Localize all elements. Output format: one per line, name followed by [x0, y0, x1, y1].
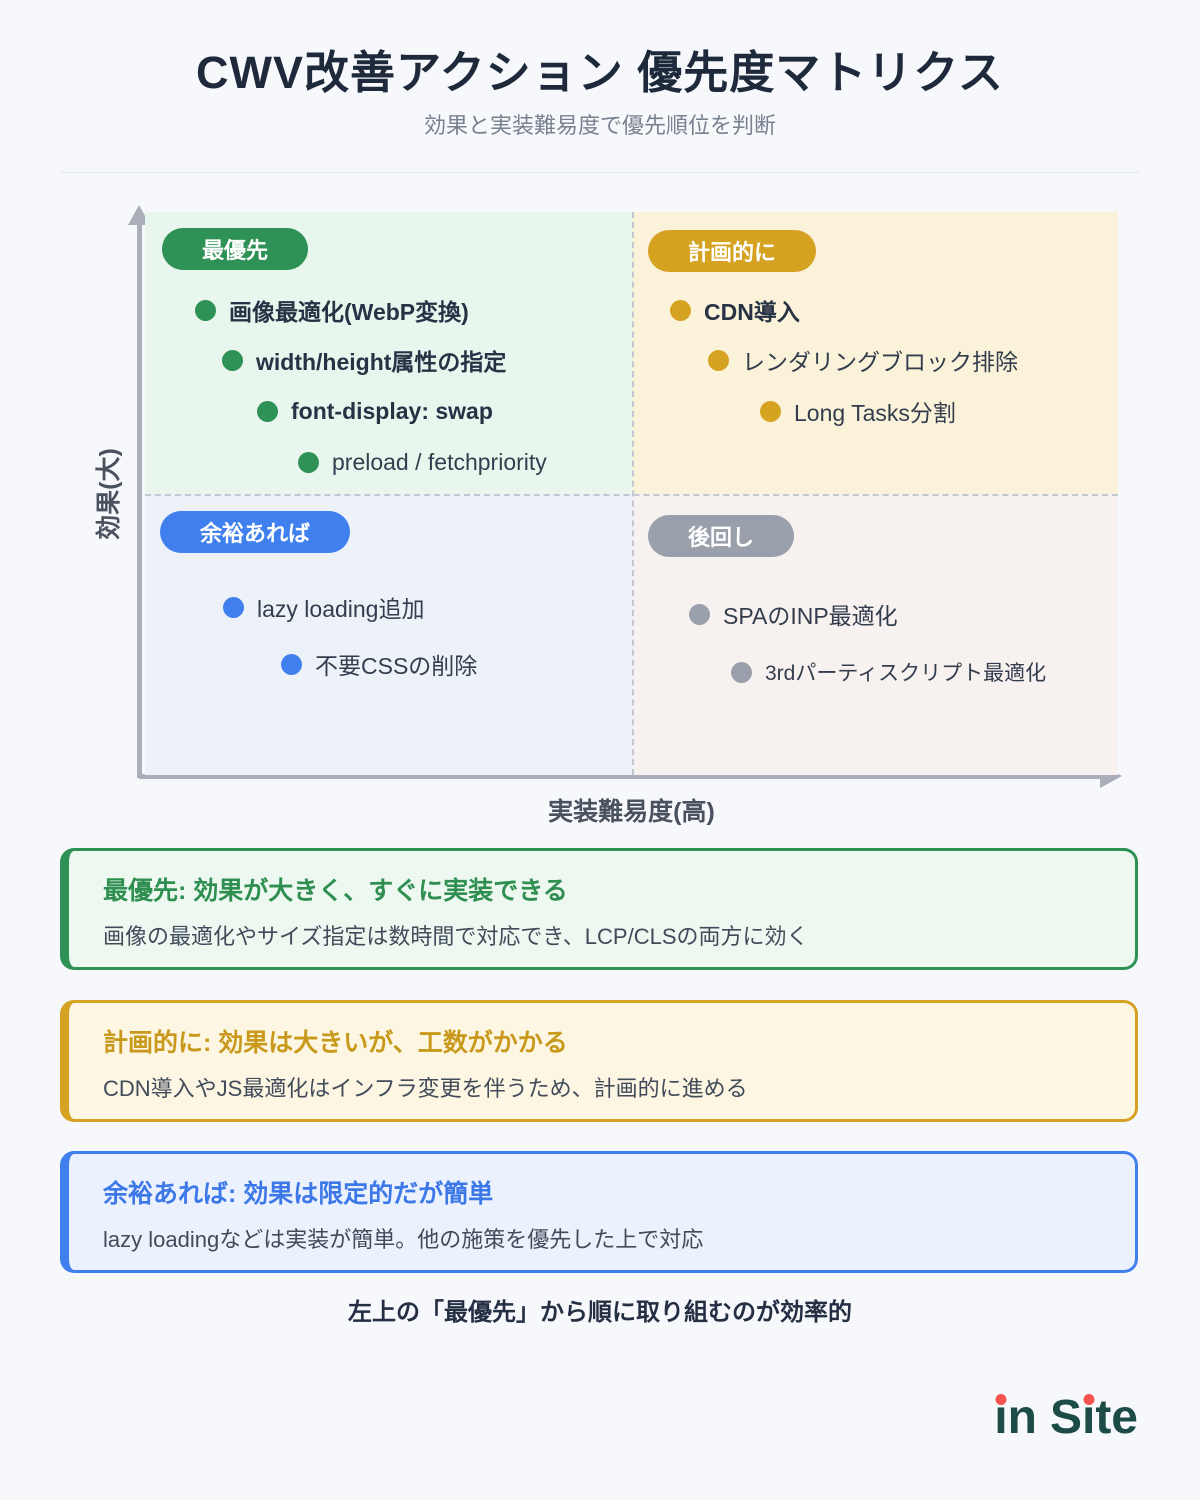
logo-letter: te	[1095, 1391, 1138, 1444]
badge-optional: 余裕あれば	[160, 511, 351, 553]
bullet-dot-icon	[760, 400, 781, 422]
header-divider	[60, 172, 1140, 173]
card-body: 画像の最適化やサイズ指定は数時間で対応でき、LCP/CLSの両方に効く	[103, 924, 809, 949]
x-axis-label: 実装難易度(高)	[548, 798, 715, 826]
matrix-item-label: SPAのINP最適化	[723, 603, 898, 629]
matrix-item-label: Long Tasks分割	[794, 400, 956, 426]
bullet-dot-icon	[731, 661, 752, 683]
page-title: CWV改善アクション 優先度マトリクス	[196, 47, 1004, 98]
matrix-item-label: レンダリングブロック排除	[742, 349, 1018, 375]
logo-letter-i: ı	[1081, 1391, 1096, 1444]
matrix-item-label: preload / fetchpriority	[332, 448, 547, 475]
badge-planned: 計画的に	[648, 230, 817, 272]
card-title: 余裕あれば: 効果は限定的だが簡単	[103, 1180, 494, 1208]
matrix-item: preload / fetchpriority	[298, 448, 547, 476]
matrix-item-label: font-display: swap	[291, 397, 493, 424]
matrix-item: lazy loading追加	[223, 593, 425, 622]
y-axis-label: 効果(大)	[95, 448, 123, 540]
y-axis-arrow-icon	[128, 205, 150, 225]
logo-i-dot-icon	[995, 1394, 1007, 1405]
matrix-item: 3rdパーティスクリプト最適化	[731, 658, 1046, 686]
matrix-item: 画像最適化(WebP変換)	[195, 296, 469, 325]
matrix-item-label: CDN導入	[704, 299, 800, 325]
matrix-item: width/height属性の指定	[222, 346, 507, 375]
matrix-item: レンダリングブロック排除	[708, 346, 1018, 375]
logo-letter: S	[1049, 1391, 1082, 1444]
matrix-item: Long Tasks分割	[760, 397, 956, 426]
matrix-item-label: 画像最適化(WebP変換)	[229, 299, 469, 325]
bullet-dot-icon	[195, 299, 216, 321]
card-optional: 余裕あれば: 効果は限定的だが簡単 lazy loadingなどは実装が簡単。他…	[60, 1151, 1138, 1273]
logo-i-dot-icon	[1083, 1394, 1095, 1405]
bullet-dot-icon	[222, 349, 243, 371]
badge-top-priority: 最優先	[162, 228, 309, 270]
bullet-dot-icon	[670, 299, 691, 321]
badge-later: 後回し	[648, 515, 795, 557]
matrix-item: SPAのINP最適化	[689, 600, 898, 629]
card-top-priority: 最優先: 効果が大きく、すぐに実装できる 画像の最適化やサイズ指定は数時間で対応…	[60, 848, 1138, 970]
matrix-item-label: 不要CSSの削除	[315, 653, 478, 679]
bullet-dot-icon	[689, 603, 710, 625]
page-subtitle: 効果と実装難易度で優先順位を判断	[423, 113, 776, 138]
bullet-dot-icon	[708, 349, 729, 371]
matrix-item-label: lazy loading追加	[257, 596, 425, 622]
footer-note: 左上の「最優先」から順に取り組むのが効率的	[348, 1299, 852, 1326]
bullet-dot-icon	[281, 653, 302, 675]
card-body: lazy loadingなどは実装が簡単。他の施策を優先した上で対応	[103, 1227, 704, 1252]
card-title: 計画的に: 効果は大きいが、工数がかかる	[103, 1029, 568, 1057]
bullet-dot-icon	[298, 451, 319, 473]
y-axis-line	[137, 224, 142, 778]
matrix-item-label: 3rdパーティスクリプト最適化	[765, 662, 1047, 685]
card-body: CDN導入やJS最適化はインフラ変更を伴うため、計画的に進める	[103, 1076, 748, 1101]
priority-matrix: 最優先 計画的に 余裕あれば 後回し 画像最適化(WebP変換) width/h…	[145, 212, 1118, 775]
matrix-item: 不要CSSの削除	[281, 650, 478, 679]
bullet-dot-icon	[257, 400, 278, 422]
card-planned: 計画的に: 効果は大きいが、工数がかかる CDN導入やJS最適化はインフラ変更を…	[60, 1000, 1138, 1122]
logo-letter-i: ı	[994, 1391, 1008, 1444]
matrix-item: font-display: swap	[257, 397, 493, 425]
bullet-dot-icon	[223, 596, 244, 618]
logo-letter: n	[1007, 1391, 1037, 1444]
quadrant-divider-horizontal	[145, 493, 1118, 496]
x-axis-line	[139, 774, 1101, 779]
matrix-item-label: width/height属性の指定	[256, 349, 507, 375]
card-title: 最優先: 効果が大きく、すぐに実装できる	[103, 877, 568, 905]
matrix-item: CDN導入	[670, 296, 800, 325]
